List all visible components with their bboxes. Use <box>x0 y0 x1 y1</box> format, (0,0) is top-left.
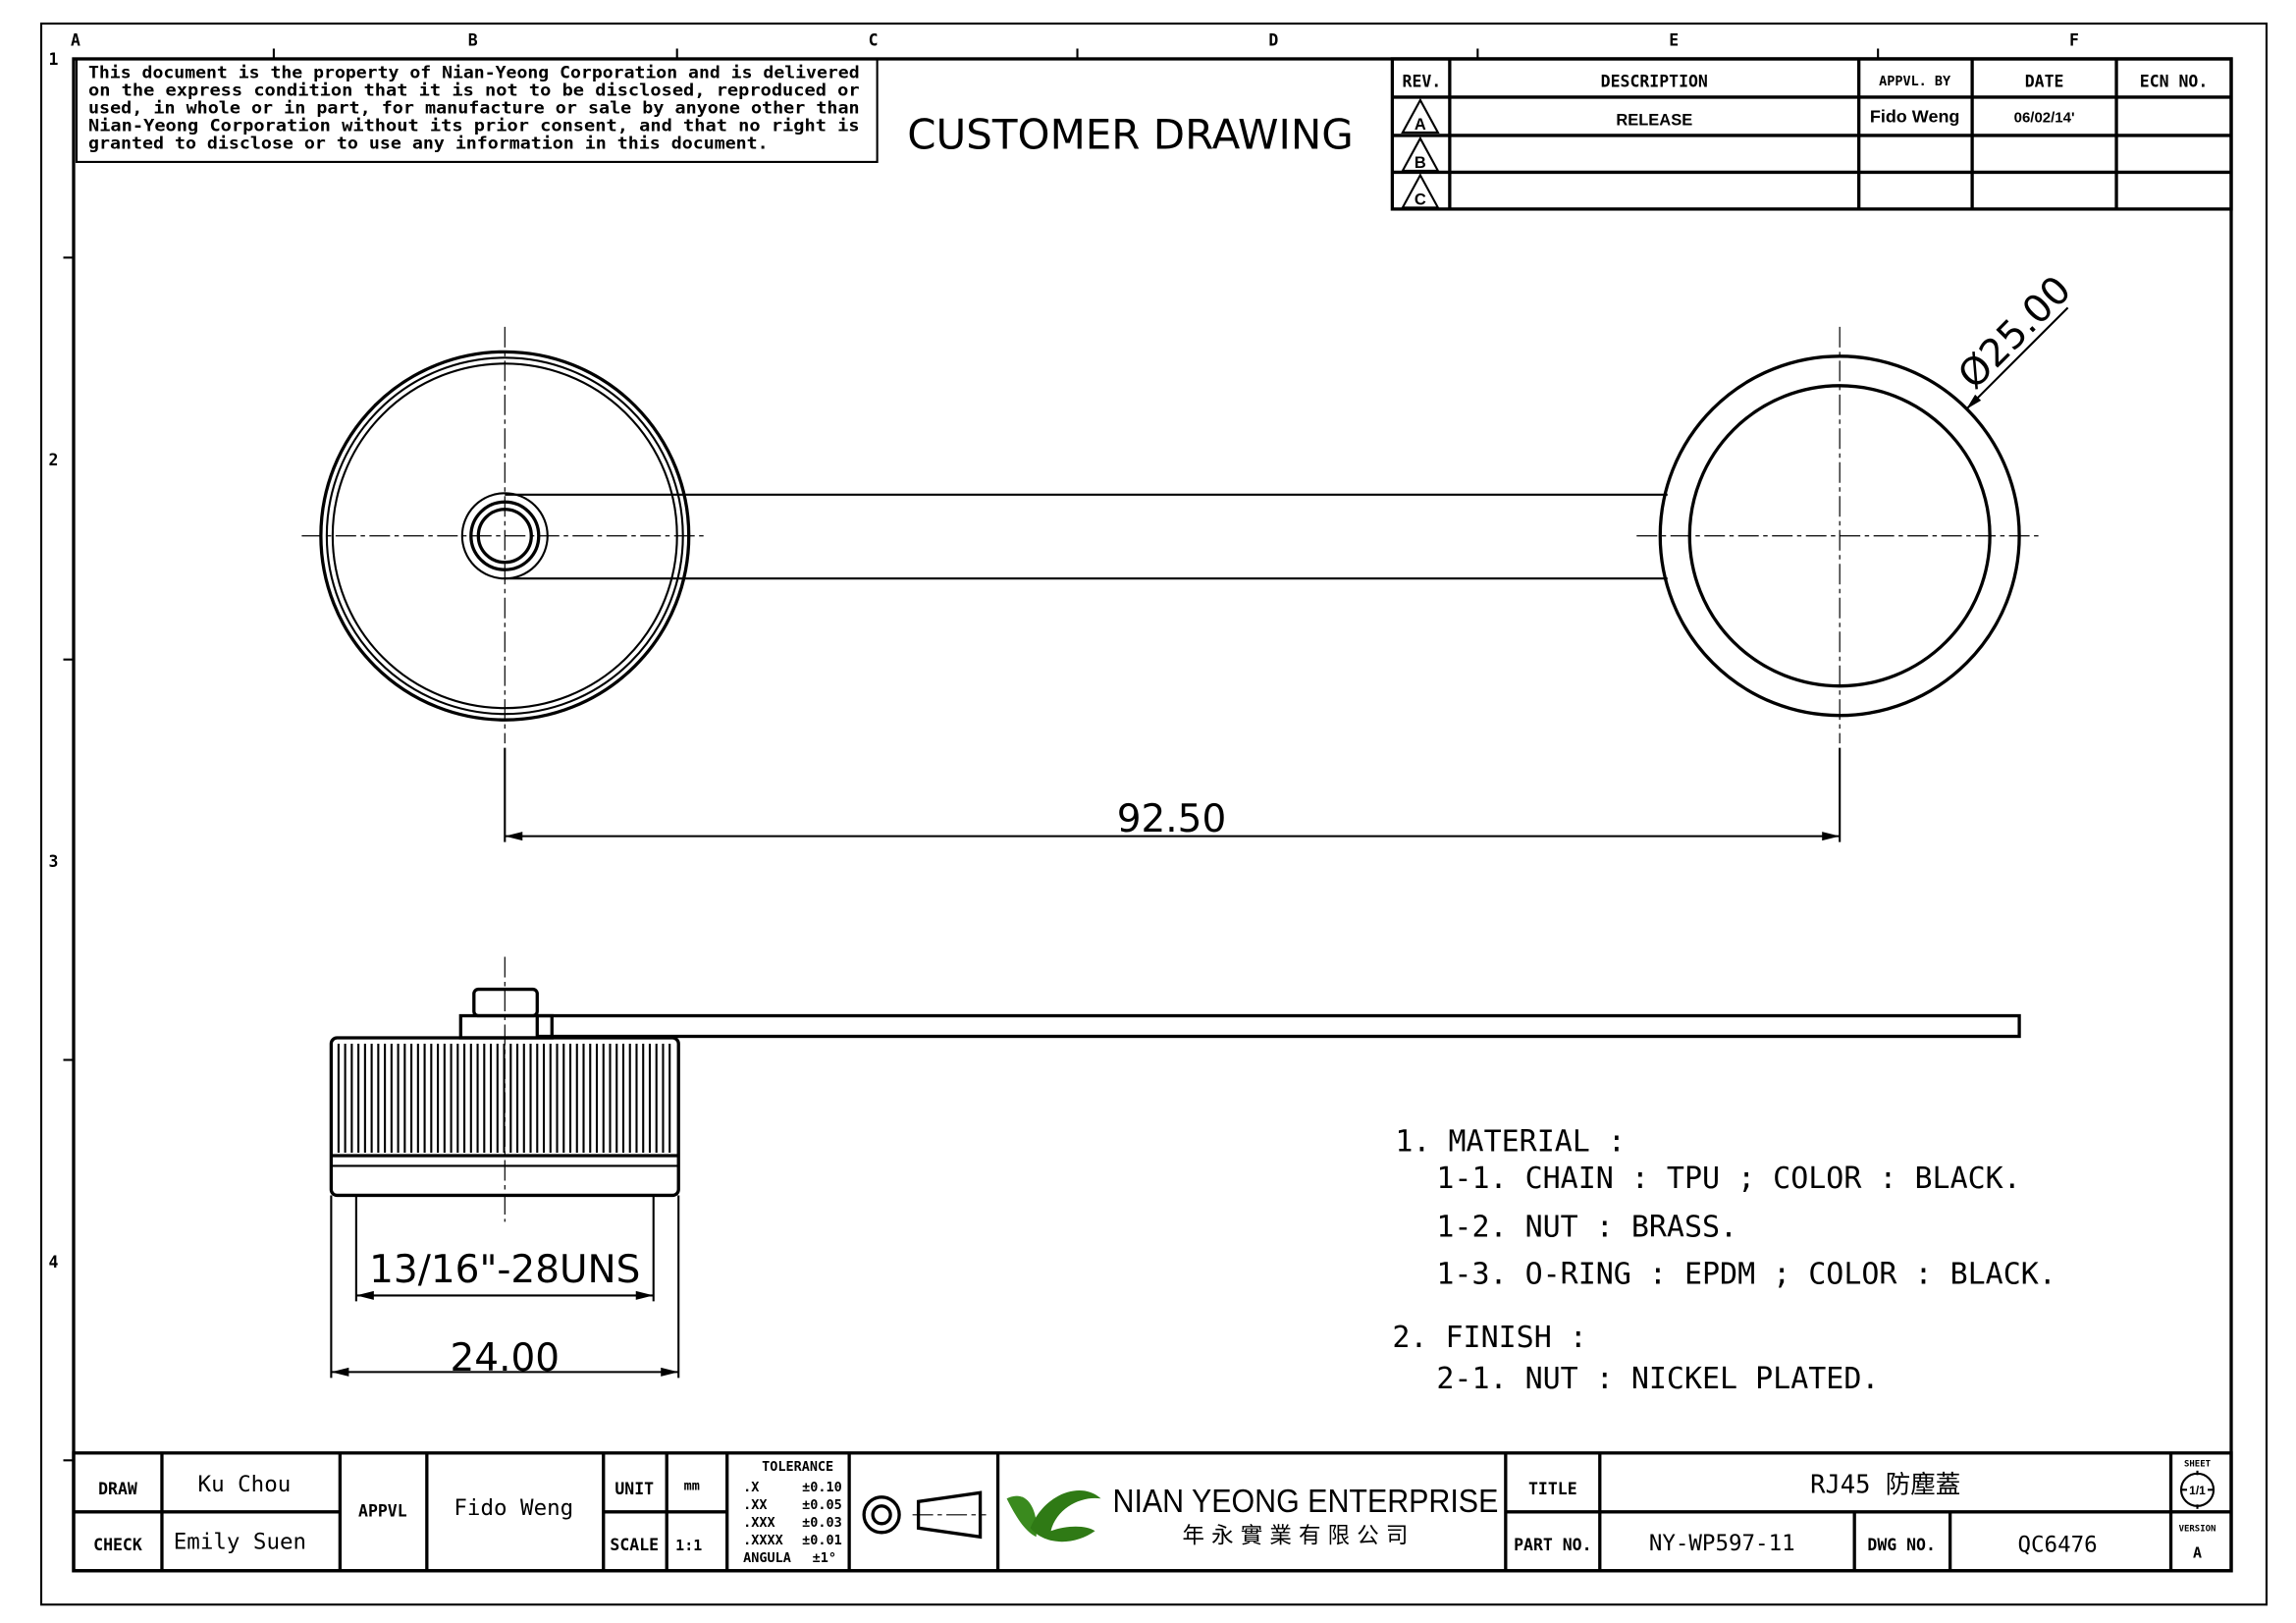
disclaimer-box <box>75 57 879 163</box>
tolerance-key: .XXXX <box>743 1533 783 1548</box>
nut-width-dim: 24.00 <box>451 1336 561 1380</box>
version-label: VERSION <box>2179 1524 2216 1534</box>
tolerance-key: .XXX <box>743 1515 774 1531</box>
ecn-header: ECN NO. <box>2140 72 2208 90</box>
rev-triangle-icon <box>1401 135 1440 172</box>
check-value: Emily Suen <box>174 1529 306 1554</box>
tolerance-title: TOLERANCE <box>762 1459 833 1475</box>
rev-triangle-icon <box>1401 97 1440 134</box>
tolerance-value: ±1° <box>813 1550 836 1566</box>
third-angle-projection-icon <box>862 1490 987 1540</box>
col-label: D <box>1268 30 1278 49</box>
row-labels: 1 2 3 4 <box>49 50 59 1271</box>
note-line: 2-1. NUT : NICKEL PLATED. <box>1436 1362 1879 1396</box>
title-value: RJ45 防塵蓋 <box>1810 1470 1960 1499</box>
disclaimer-line: This document is the property of Nian-Ye… <box>88 63 860 82</box>
scale-label: SCALE <box>610 1536 659 1554</box>
disclaimer-line: granted to disclose or to use any inform… <box>88 134 769 153</box>
rev-letter: B <box>1415 154 1426 172</box>
scale-value: 1:1 <box>675 1537 702 1554</box>
unit-value: mm <box>684 1478 700 1493</box>
appvl-header: APPVL. BY <box>1879 74 1951 89</box>
row-label: 2 <box>49 451 59 469</box>
company-logo <box>1006 1490 1101 1542</box>
tolerance-key: ANGULA <box>743 1550 791 1566</box>
note-line: 2. FINISH : <box>1392 1321 1586 1355</box>
frame-ticks <box>63 48 1880 1462</box>
date-header: DATE <box>2025 72 2064 90</box>
diameter-dim: Ø25.00 <box>1950 268 2080 398</box>
rev-date: 06/02/14' <box>2014 109 2075 126</box>
side-view: 13/16"-28UNS 24.00 <box>329 956 2021 1380</box>
col-label: B <box>468 30 478 49</box>
sheet-value: 1/1 <box>2189 1484 2206 1497</box>
tolerance-value: ±0.05 <box>802 1497 842 1513</box>
rev-triangle-icon <box>1401 173 1440 209</box>
outer-border <box>39 22 2269 1606</box>
rev-row: A RELEASE Fido Weng 06/02/14' <box>1401 97 2075 134</box>
note-line: 1. MATERIAL : <box>1395 1124 1626 1159</box>
thread-dim: 13/16"-28UNS <box>369 1248 640 1292</box>
tolerance-value: ±0.01 <box>802 1533 842 1548</box>
column-labels: A B C D E F <box>71 30 2079 49</box>
rev-row: C <box>1401 173 1440 209</box>
rev-row: B <box>1401 135 1440 172</box>
drawing-title: CUSTOMER DRAWING <box>907 110 1354 158</box>
tolerance-key: .XX <box>743 1497 767 1513</box>
note-line: 1-2. NUT : BRASS. <box>1436 1210 1737 1244</box>
unit-label: UNIT <box>614 1480 654 1498</box>
rev-letter: C <box>1415 190 1426 208</box>
disclaimer-line: Nian-Yeong Corporation without its prior… <box>88 116 860 135</box>
notes: 1. MATERIAL : 1-1. CHAIN : TPU ; COLOR :… <box>1392 1124 2056 1395</box>
tolerance-key: .X <box>743 1480 759 1495</box>
company-name-zh: 年 永 實 業 有 限 公 司 <box>1183 1523 1409 1548</box>
note-line: 1-3. O-RING : EPDM ; COLOR : BLACK. <box>1436 1257 2056 1291</box>
rev-letter: A <box>1415 116 1426 134</box>
check-label: CHECK <box>93 1536 142 1554</box>
dwg-no-label: DWG NO. <box>1867 1536 1935 1554</box>
row-label: 4 <box>49 1253 59 1271</box>
appvl-label: APPVL <box>358 1501 407 1520</box>
rev-description: RELEASE <box>1616 111 1692 129</box>
revision-table: REV. DESCRIPTION APPVL. BY DATE ECN NO. … <box>1390 57 2233 211</box>
description-header: DESCRIPTION <box>1601 72 1708 90</box>
draw-label: DRAW <box>98 1480 137 1498</box>
appvl-value: Fido Weng <box>454 1495 573 1521</box>
col-label: C <box>869 30 879 49</box>
dwg-no-value: QC6476 <box>2017 1532 2097 1557</box>
col-label: F <box>2069 30 2079 49</box>
rev-appvl: Fido Weng <box>1870 106 1960 126</box>
sheet-label: SHEET <box>2184 1459 2212 1469</box>
col-label: E <box>1669 30 1679 49</box>
top-view: 92.50 Ø25.00 <box>301 268 2080 842</box>
rev-header: REV. <box>1403 72 1442 90</box>
title-label: TITLE <box>1528 1480 1577 1498</box>
row-label: 1 <box>49 50 59 69</box>
part-no-label: PART NO. <box>1514 1536 1591 1554</box>
title-block: DRAW CHECK APPVL UNIT SCALE mm 1:1 TITLE… <box>72 1451 2233 1573</box>
disclaimer-text: This document is the property of Nian-Ye… <box>88 63 860 153</box>
center-distance-dim: 92.50 <box>1117 797 1227 841</box>
draw-value: Ku Chou <box>198 1472 292 1497</box>
version-value: A <box>2193 1543 2202 1561</box>
tolerance-value: ±0.10 <box>802 1480 842 1495</box>
tolerance-value: ±0.03 <box>802 1515 842 1531</box>
disclaimer-line: on the express condition that it is not … <box>88 81 860 100</box>
sheet-icon: 1/1 <box>2179 1470 2216 1509</box>
part-no-value: NY-WP597-11 <box>1649 1531 1795 1556</box>
col-label: A <box>71 30 80 49</box>
note-line: 1-1. CHAIN : TPU ; COLOR : BLACK. <box>1436 1162 2020 1196</box>
row-label: 3 <box>49 852 59 871</box>
disclaimer-line: used, in whole or in part, for manufactu… <box>88 98 860 118</box>
company-name-en: NIAN YEONG ENTERPRISE <box>1113 1483 1499 1519</box>
